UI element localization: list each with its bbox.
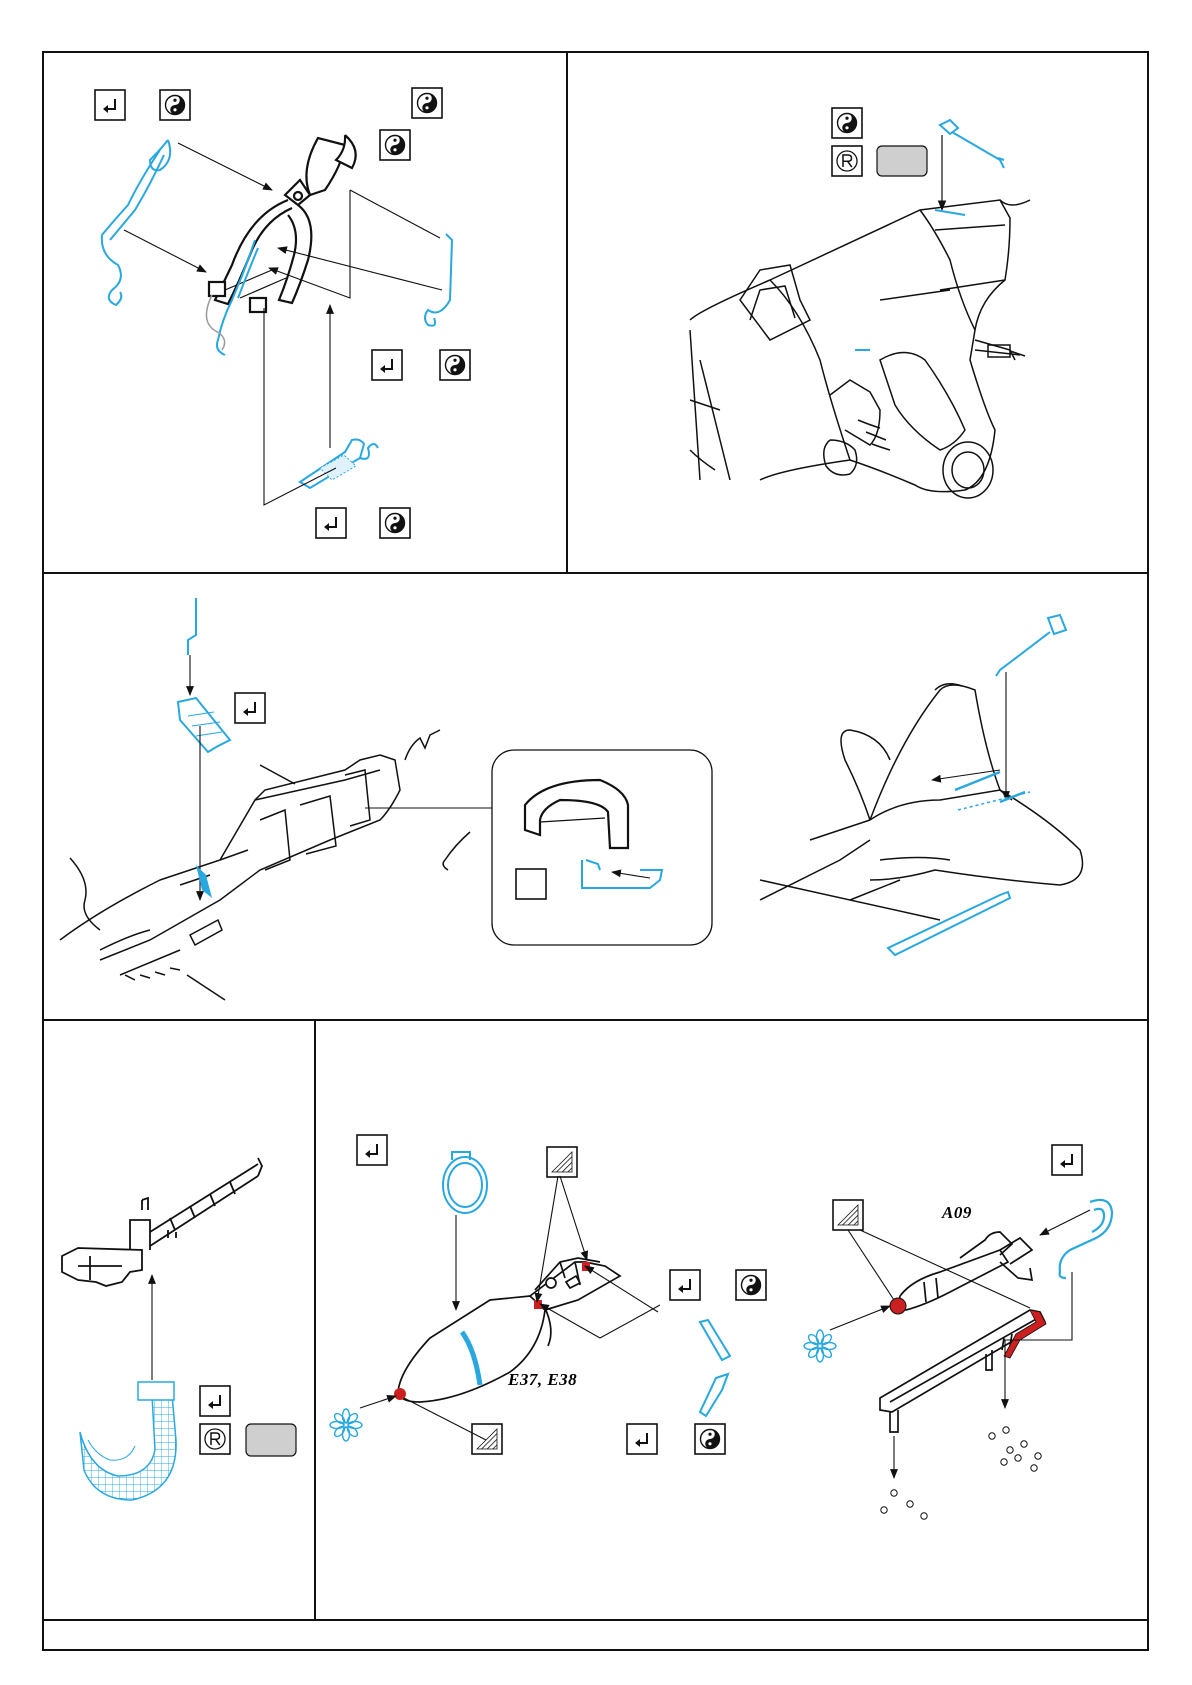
hatch-icon — [472, 1424, 502, 1454]
yin-yang-icon — [440, 350, 470, 380]
seat-belt-straps — [102, 140, 452, 355]
rocket-part-label: A09 — [941, 1203, 972, 1222]
tail-view — [760, 684, 1083, 920]
bend-icon — [670, 1270, 700, 1300]
yin-yang-icon — [736, 1270, 766, 1300]
trim-tab-part-bottom — [888, 892, 1010, 955]
bend-icon — [316, 508, 346, 538]
bend-icon — [372, 350, 402, 380]
yin-yang-icon — [380, 508, 410, 538]
grey-paint-swatch — [877, 146, 927, 176]
mount-holes-left — [881, 1490, 927, 1519]
bend-icon — [95, 90, 125, 120]
gun-sight-location — [935, 210, 965, 215]
gun-sight-part — [940, 120, 1004, 168]
step-5-panel — [62, 1158, 296, 1500]
canopy-detail-callout — [365, 750, 712, 945]
remove-part-icon — [200, 1424, 230, 1454]
fuselage-canopy-view — [60, 730, 470, 1000]
leader-line — [1005, 1272, 1072, 1408]
control-stick-part — [209, 135, 356, 312]
rocket-resin-nose — [890, 1298, 906, 1314]
step-6-panel: E37, E38 A09 — [330, 1135, 1112, 1519]
bomb-part-label: E37, E38 — [507, 1370, 577, 1389]
flower-icon — [330, 1409, 362, 1441]
leader-line — [1040, 1210, 1090, 1235]
bomb-vane-parts — [700, 1320, 730, 1416]
yin-yang-icon — [412, 88, 442, 118]
bend-icon — [357, 1135, 387, 1165]
yin-yang-icon — [695, 1424, 725, 1454]
yin-yang-icon — [380, 130, 410, 160]
rocket-part — [900, 1232, 1032, 1310]
yin-yang-icon — [832, 108, 862, 138]
step-4-panel — [760, 615, 1083, 955]
step-marker-box — [516, 869, 546, 899]
hatch-icon — [833, 1200, 863, 1230]
bomb-band-part — [443, 1152, 487, 1213]
grey-paint-swatch — [246, 1424, 296, 1456]
bend-icon — [235, 693, 265, 723]
bend-icon — [200, 1386, 230, 1416]
hatch-icon — [547, 1147, 577, 1177]
mount-holes-right — [989, 1427, 1041, 1471]
step-2-panel — [690, 108, 1030, 498]
rocket-rail-part — [880, 1310, 1045, 1432]
bend-icon — [1052, 1145, 1082, 1175]
trim-tab-part-top — [996, 615, 1066, 676]
yin-yang-icon — [160, 90, 190, 120]
flower-icon — [804, 1330, 836, 1362]
step-1-panel — [95, 88, 470, 538]
frame-location-highlight — [196, 865, 212, 898]
bend-icon — [627, 1424, 657, 1454]
step-1-leaders — [124, 143, 442, 505]
remove-part-icon — [832, 146, 862, 176]
ammo-belt-part — [80, 1382, 176, 1500]
canopy-frame-part — [178, 598, 230, 752]
machine-gun-part — [62, 1158, 262, 1286]
step-3-panel — [60, 598, 712, 1000]
